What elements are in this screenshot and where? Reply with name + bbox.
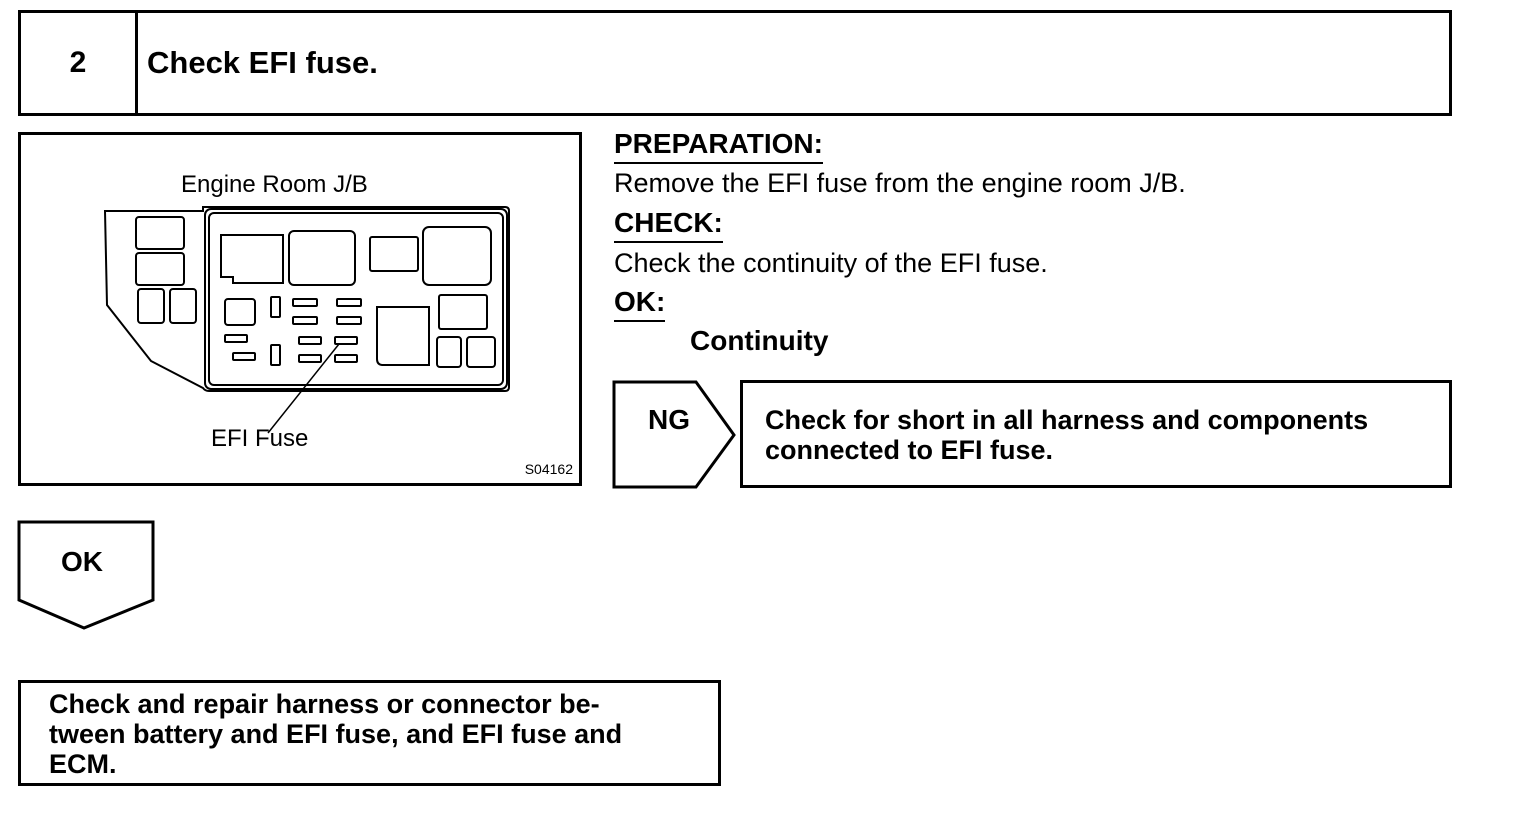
- preparation-text: Remove the EFI fuse from the engine room…: [614, 168, 1186, 198]
- relay-right-top: [438, 294, 488, 330]
- figure-title: Engine Room J/B: [181, 171, 368, 198]
- ok-arrow: [17, 520, 155, 630]
- relay-top-3: [369, 236, 419, 272]
- relay-right-bottom-2: [466, 336, 496, 368]
- junction-block-diagram: [103, 206, 510, 434]
- ng-arrow: [612, 380, 736, 489]
- relay-top-2: [288, 230, 356, 286]
- relay-left-4: [169, 288, 197, 324]
- relay-left-1: [135, 216, 185, 250]
- step-number: 2: [21, 13, 138, 113]
- efi-fuse-label: EFI Fuse: [211, 425, 309, 452]
- figure-code: S04162: [524, 461, 573, 477]
- ok-result-box: Check and repair harness or connector be…: [18, 680, 721, 786]
- efi-fuse-slot: [334, 336, 358, 345]
- ng-result-text: Check for short in all harness and compo…: [765, 405, 1369, 465]
- relay-top-1: [220, 234, 284, 284]
- preparation-heading: PREPARATION:: [614, 128, 823, 164]
- relay-top-4: [422, 226, 492, 286]
- jb-housing-outline: [103, 206, 510, 392]
- jb-inner-panel: [204, 208, 508, 390]
- relay-right-bottom-1: [436, 336, 462, 368]
- relay-left-3: [137, 288, 165, 324]
- check-heading: CHECK:: [614, 207, 723, 243]
- step-header: 2 Check EFI fuse.: [18, 10, 1452, 116]
- junction-block-figure: Engine Room J/B EFI Fuse S04162: [18, 132, 582, 486]
- step-title: Check EFI fuse.: [147, 45, 378, 80]
- ok-heading: OK:: [614, 286, 666, 322]
- ng-label: NG: [648, 404, 690, 435]
- ng-result-box: Check for short in all harness and compo…: [740, 380, 1452, 488]
- check-text: Check the continuity of the EFI fuse.: [614, 248, 1048, 278]
- ok-arrow-label: OK: [61, 546, 103, 577]
- ok-result-text: Check and repair harness or connector be…: [49, 689, 623, 779]
- relay-right-large: [376, 306, 430, 366]
- efi-fuse-pointer: [267, 343, 340, 434]
- relay-left-2: [135, 252, 185, 286]
- ok-value: Continuity: [690, 325, 829, 356]
